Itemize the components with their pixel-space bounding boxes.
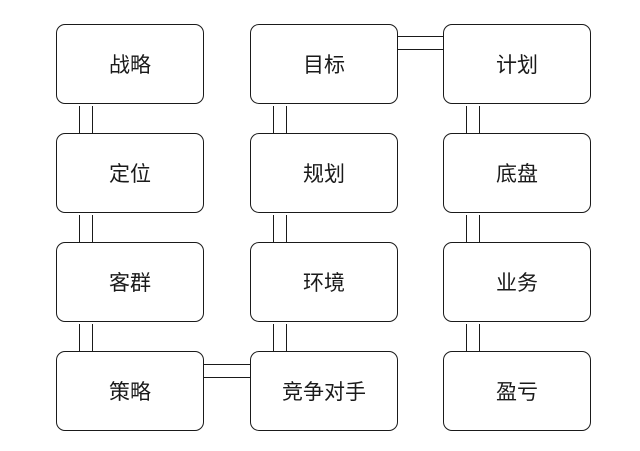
node-tactics: 策略 [56,351,204,431]
link-strategy-positioning [79,106,93,134]
link-customer-group-tactics [79,324,93,352]
node-planning: 规划 [250,133,398,213]
node-environment: 环境 [250,242,398,322]
node-profit-loss: 盈亏 [443,351,591,431]
node-goal: 目标 [250,24,398,104]
node-strategy: 战略 [56,24,204,104]
node-baseline: 底盘 [443,133,591,213]
link-environment-competitors [273,324,287,352]
link-goal-plan [393,36,447,50]
link-planning-environment [273,215,287,243]
link-tactics-competitors [200,364,254,378]
node-plan: 计划 [443,24,591,104]
link-business-profit-loss [466,324,480,352]
node-positioning: 定位 [56,133,204,213]
node-business: 业务 [443,242,591,322]
link-plan-baseline [466,106,480,134]
link-positioning-customer-group [79,215,93,243]
link-goal-planning [273,106,287,134]
node-competitors: 竞争对手 [250,351,398,431]
link-baseline-business [466,215,480,243]
node-customer-group: 客群 [56,242,204,322]
